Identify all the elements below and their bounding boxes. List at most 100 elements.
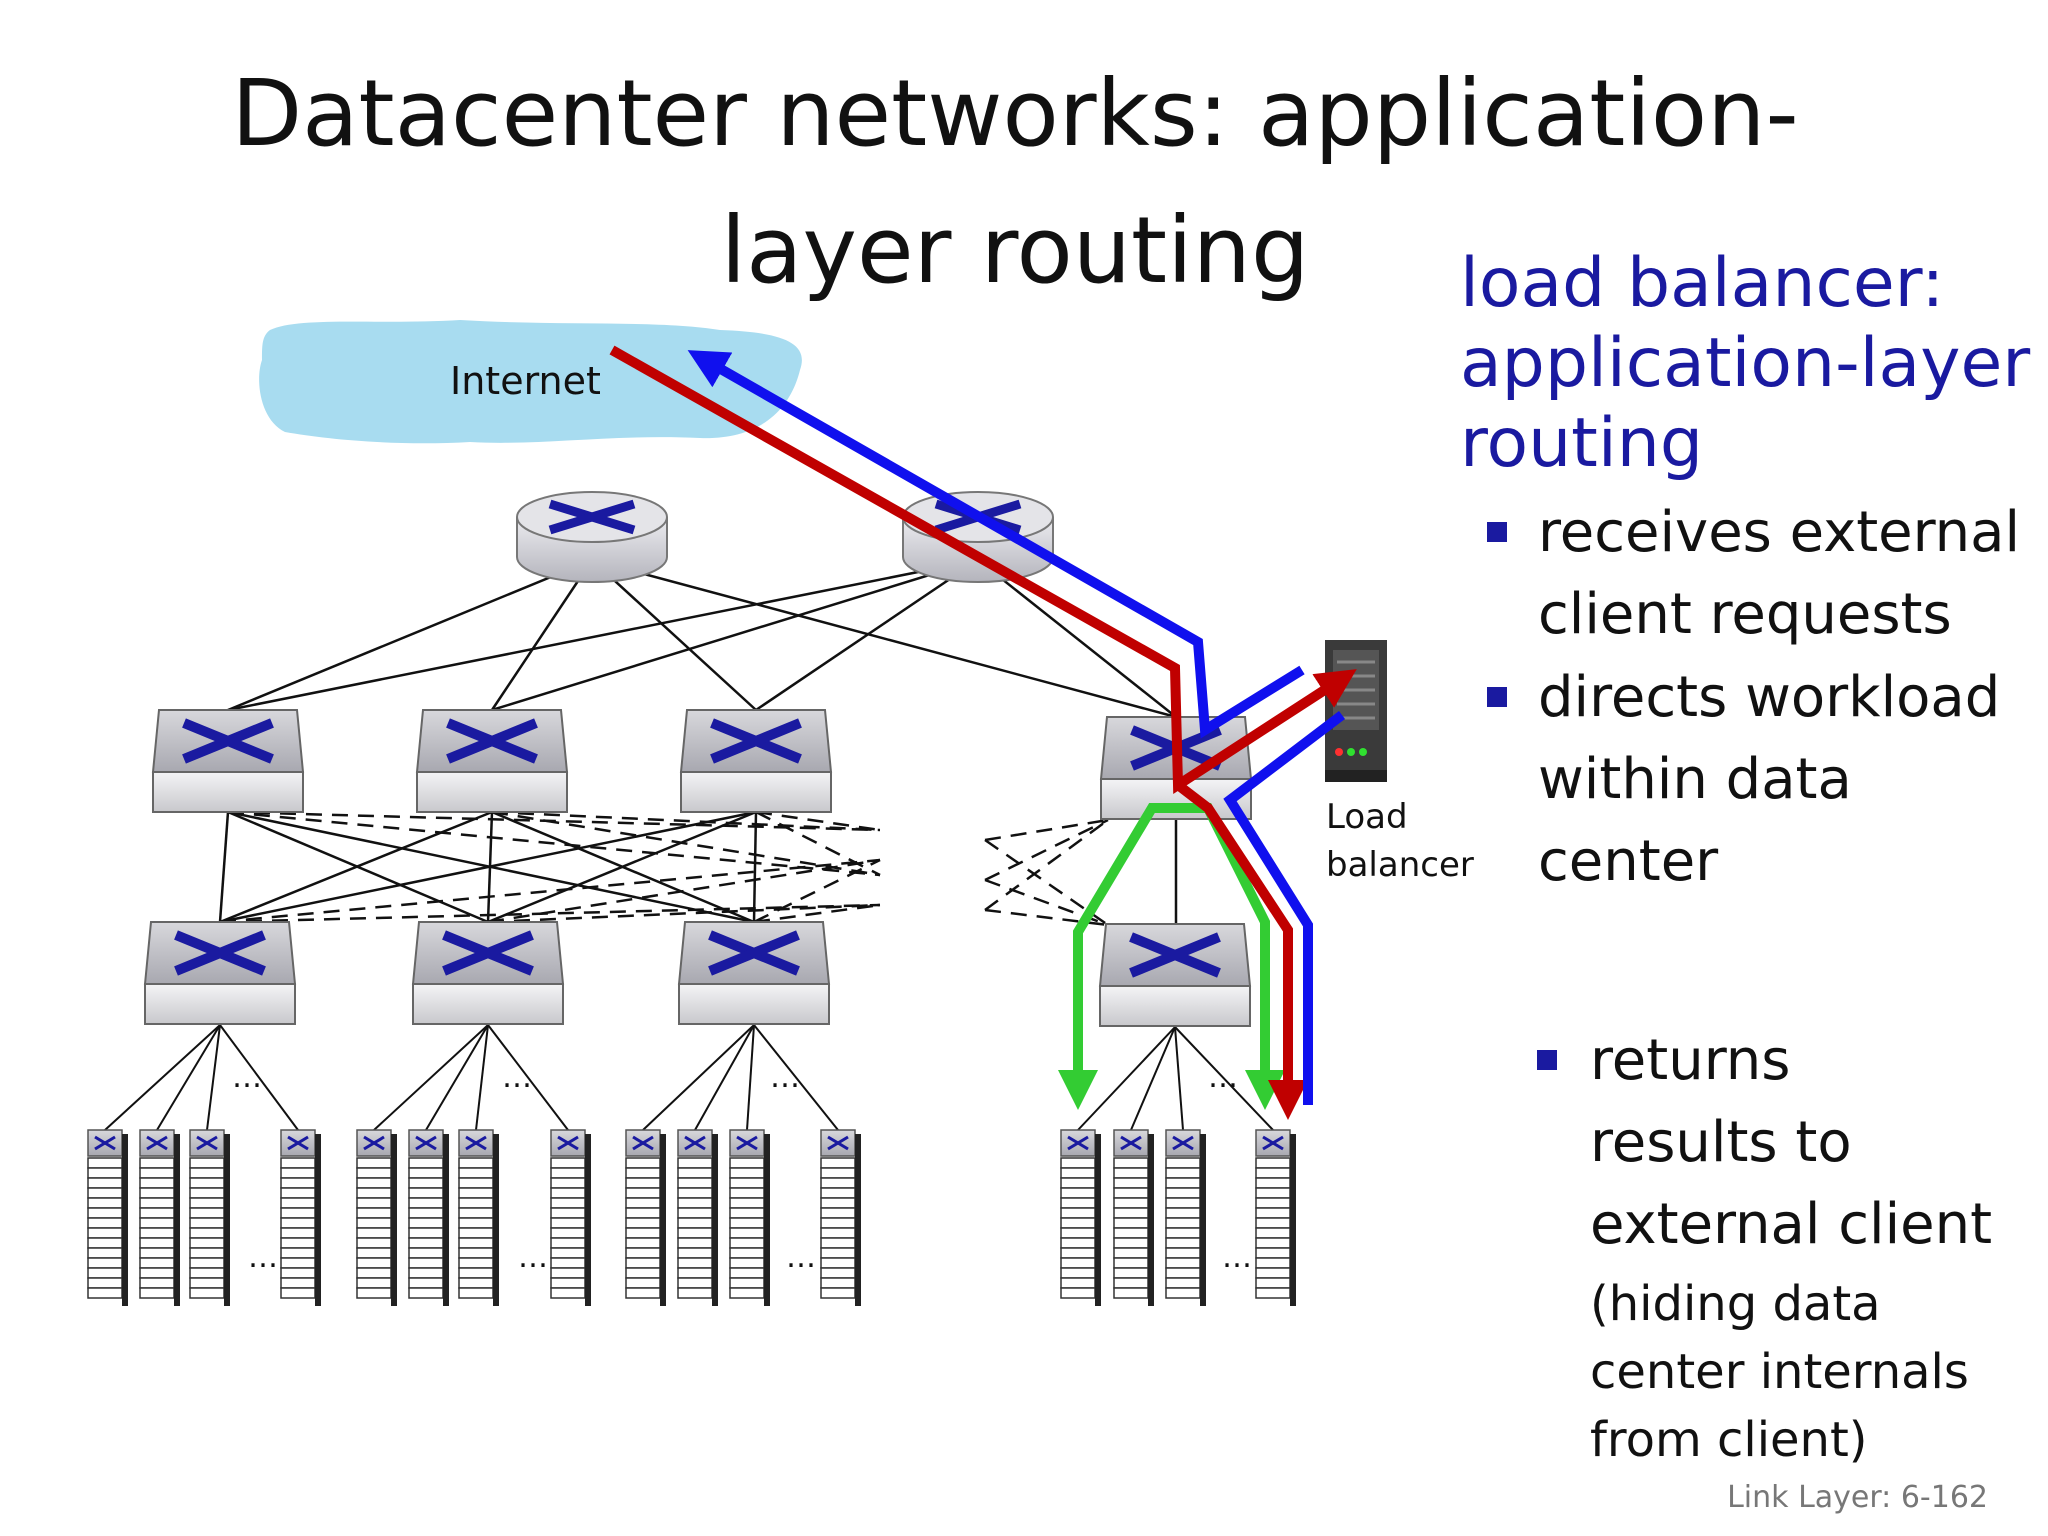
link [487,903,881,924]
ellipsis: … [1208,1060,1238,1095]
core-router-icon [902,491,1054,583]
link [753,903,881,924]
switch-arrow [708,930,800,976]
server-rack-icon [625,1129,666,1306]
switch-arrow [442,930,534,976]
link [1130,1026,1176,1131]
link [490,559,594,711]
external-request-path [609,345,1357,795]
link [487,810,757,924]
link [753,858,881,924]
ellipsis: … [502,1060,532,1095]
bullet-marker [1537,1050,1557,1070]
side-heading-line-3: routing [1460,404,1703,483]
ellipsis: … [770,1060,800,1095]
server-rack-icon [820,1129,861,1306]
server-rack-icon [408,1129,449,1306]
edge-switch-icon [677,921,831,1025]
link [591,559,757,711]
link [752,811,758,923]
link [487,858,881,924]
link [475,1024,489,1131]
core-links [227,558,1177,719]
link [1174,1026,1184,1131]
server-rack-icon [280,1129,321,1306]
link [425,1024,489,1131]
link [591,558,1177,719]
switches [143,709,1253,1027]
server-rack-icon [458,1129,499,1306]
edge-switch-icon [1098,923,1252,1027]
link [227,558,979,712]
link [1077,1026,1176,1131]
server-rack-icon [139,1129,180,1306]
switch-arrow [94,1135,116,1151]
switch-arrow [1129,932,1221,978]
switch-arrow [1067,1135,1089,1151]
switch-arrow [1172,1135,1194,1151]
ellipsis: … [232,1060,262,1095]
link [219,903,881,924]
aggregation-switch-icon [679,709,833,813]
load-balancer-label-line-1: Load [1326,797,1408,837]
bullet-2-line-2: within data [1538,747,1852,812]
core-routers [516,491,1054,583]
edge-switch-icon [143,921,297,1025]
internal-blue-path [1223,711,1346,1105]
switch-arrow [465,1135,487,1151]
ellipsis: … [248,1240,278,1275]
server-rack-icon [1255,1129,1296,1306]
ellipsis: … [786,1240,816,1275]
link [227,810,881,877]
internal-dispatch-path-left [1058,803,1158,1110]
link [219,1024,299,1131]
switch-arrow [287,1135,309,1151]
bullet-marker [1487,687,1507,707]
link [977,559,1177,718]
link [1174,1026,1274,1131]
server-rack-icon [729,1129,770,1306]
link [219,858,881,924]
rack-links [104,1024,1274,1131]
internet-cloud [259,320,802,444]
bullet-3-sub-line-1: (hiding data [1590,1276,1881,1332]
link [491,810,881,832]
external-response-path [687,350,1305,739]
bullet-2-line-1: directs workload [1538,665,2001,730]
server-rack-icon [677,1129,718,1306]
internal-red-path [1174,781,1308,1120]
link [104,1024,221,1131]
link [219,810,757,924]
bullet-1-line-1: receives external [1538,500,2021,565]
switch-arrow [174,930,266,976]
side-heading-line-2: application-layer [1460,324,2031,403]
internal-dispatch-path-right [1158,803,1285,1110]
load-balancer-icon [1325,640,1387,782]
server-rack-icon [1165,1129,1206,1306]
server-rack-icon [1060,1129,1101,1306]
bullet-3-line-3: external client [1590,1192,1993,1257]
internet-label: Internet [450,359,601,403]
bullet-3-sub-line-2: center internals [1590,1344,1969,1400]
link [753,1024,839,1131]
bullet-3-sub-line-3: from client) [1590,1412,1868,1468]
switch-arrow [415,1135,437,1151]
server-rack-icon [87,1129,128,1306]
switch-arrow [548,499,636,535]
bullet-3-line-1: returns [1590,1028,1791,1093]
slide-title-line-1: Datacenter networks: application- [231,60,1799,167]
server-rack-icon [189,1129,230,1306]
switch-arrow [736,1135,758,1151]
link [984,818,1109,882]
link [694,1024,755,1131]
link [219,810,493,924]
link [746,1024,755,1131]
ellipsis: … [518,1240,548,1275]
switch-arrow [684,1135,706,1151]
server-rack-icon [1113,1129,1154,1306]
switch-arrow [146,1135,168,1151]
switch-arrow [710,718,802,764]
link [984,818,1109,842]
